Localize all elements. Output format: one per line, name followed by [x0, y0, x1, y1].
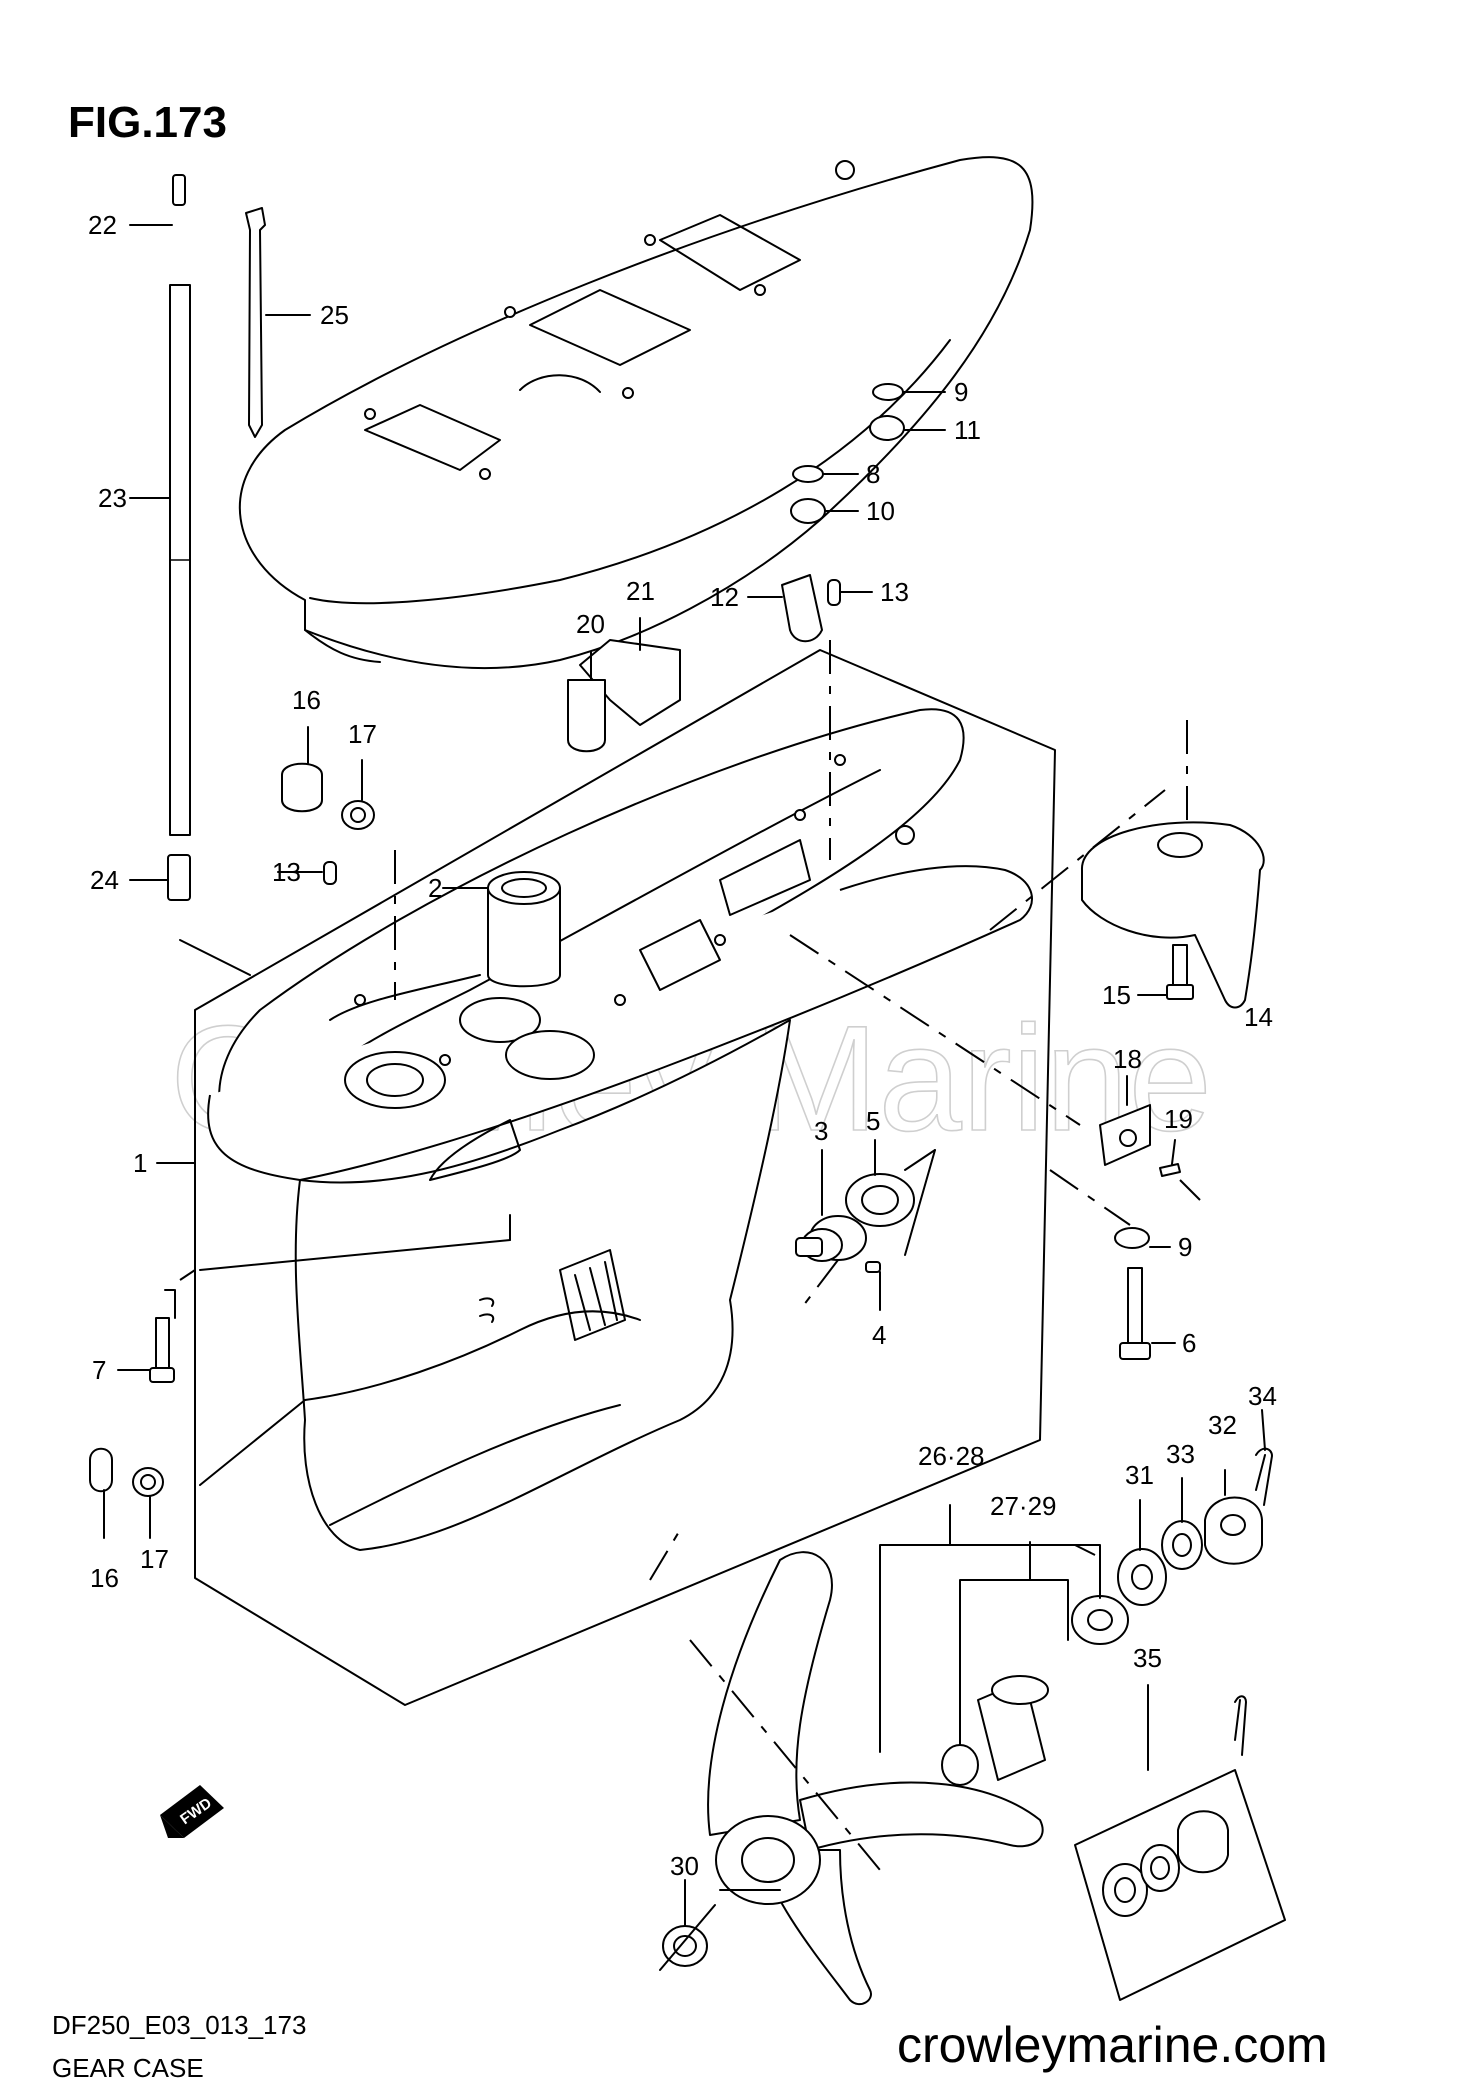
callout-label: 16: [292, 685, 321, 715]
callout-label: 16: [90, 1563, 119, 1593]
driveshaft-part: [167, 174, 191, 901]
callout-label: 8: [866, 459, 880, 489]
callout-label: 33: [1166, 1439, 1195, 1469]
callout-label: 20: [576, 609, 605, 639]
callout-label: 9: [954, 377, 968, 407]
washer-part-top: [872, 383, 904, 401]
callout-label: 5: [866, 1106, 880, 1136]
washer-part-31: [1117, 1548, 1167, 1606]
website-url[interactable]: crowleymarine.com: [897, 2017, 1328, 2073]
callout-label: 19: [1164, 1104, 1193, 1134]
zinc-block-part: [781, 574, 823, 643]
callout-label: 2: [428, 873, 442, 903]
washer-part-right: [1114, 1227, 1150, 1249]
callout-label: 4: [872, 1320, 886, 1350]
bushing-part: [941, 1595, 1129, 1786]
callout-label: 7: [92, 1355, 106, 1385]
bolt-part-7: [149, 1317, 175, 1383]
pin-part-left: [323, 861, 337, 885]
callout-label: 27·29: [990, 1491, 1057, 1521]
water-pump-bearing-part: [795, 1173, 915, 1273]
callout-label: 18: [1113, 1044, 1142, 1074]
callout-label: 17: [348, 719, 377, 749]
washer-part-33: [1161, 1520, 1203, 1570]
callout-label: 30: [670, 1851, 699, 1881]
callout-label: 10: [866, 496, 895, 526]
callout-label: 22: [88, 210, 117, 240]
callout-label: 3: [814, 1116, 828, 1146]
model-code: DF250_E03_013_173: [52, 2010, 306, 2040]
upper-cover-part: [238, 156, 1034, 670]
callout-label: 13: [880, 577, 909, 607]
cotter-pin-part: [1255, 1447, 1273, 1506]
bolt-part-15: [1166, 944, 1194, 1000]
nut-part-mid: [790, 498, 826, 524]
callout-label: 9: [1178, 1232, 1192, 1262]
anode-part: [1099, 1104, 1181, 1177]
trim-tab-part: [1080, 821, 1265, 1009]
callout-label: 17: [140, 1544, 169, 1574]
bracket-part: [567, 639, 681, 753]
bearing-housing-part: [487, 871, 561, 988]
washer-part-mid: [792, 465, 824, 483]
callout-label: 31: [1125, 1460, 1154, 1490]
callout-label: 32: [1208, 1410, 1237, 1440]
callout-label: 12: [710, 582, 739, 612]
fwd-arrow-icon: FWD: [160, 1785, 224, 1838]
callout-label: 26·28: [918, 1441, 985, 1471]
propeller-part: [707, 1551, 1044, 2006]
gear-case-part: [207, 708, 1033, 1551]
callout-label: 24: [90, 865, 119, 895]
drain-plug-part-upper: [281, 762, 375, 830]
prop-nut-part: [1204, 1496, 1263, 1565]
callout-label: 35: [1133, 1643, 1162, 1673]
callout-label: 13: [272, 857, 301, 887]
section-name: GEAR CASE: [52, 2053, 204, 2083]
callout-label: 21: [626, 576, 655, 606]
pin-part-top: [827, 579, 841, 606]
callout-label: 25: [320, 300, 349, 330]
callout-label: 34: [1248, 1381, 1277, 1411]
callout-label: 14: [1244, 1002, 1273, 1032]
gear-case-outline: [194, 649, 1056, 1706]
hardware-kit-box: [1074, 1695, 1286, 2001]
thrust-washer-part: [662, 1925, 708, 1967]
leader-lines: [103, 224, 1266, 1971]
callout-label: 11: [954, 415, 981, 445]
bolt-part-6: [1119, 1267, 1151, 1360]
callout-label: 1: [133, 1148, 147, 1178]
callout-label: 15: [1102, 980, 1131, 1010]
cable-tie-part: [245, 207, 266, 438]
callout-labels: 22 25 23 9 11 8 10 21 20 12 13 16 17 24 …: [88, 210, 1277, 1881]
drain-plug-part-lower: [89, 1447, 164, 1497]
callout-label: 23: [98, 483, 127, 513]
nut-part-top: [869, 415, 905, 441]
figure-title: FIG.173: [68, 98, 227, 147]
callout-label: 6: [1182, 1328, 1196, 1358]
